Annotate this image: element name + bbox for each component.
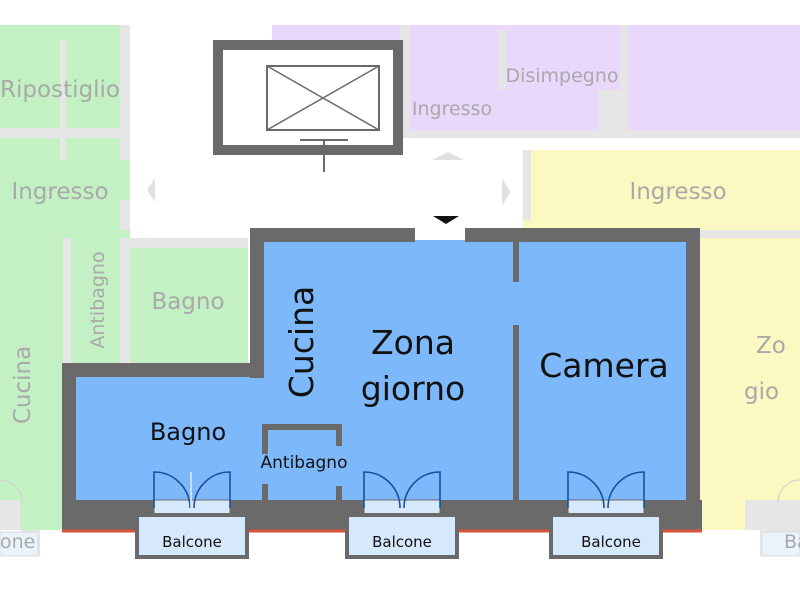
room-labels: Zona giorno Cucina Camera Bagno Antibagn… (150, 286, 669, 473)
label-bagno-left: Bagno (151, 289, 224, 315)
label-camera: Camera (539, 346, 669, 385)
label-balcone-3: Balcone (581, 533, 641, 551)
main-apartment (62, 228, 702, 559)
entrance-arrow-icon (433, 216, 459, 224)
label-balcone-left-fragment: one (0, 531, 35, 553)
arrow-right-icon (502, 178, 510, 206)
label-balcone-2: Balcone (372, 533, 432, 551)
arrow-left-icon (147, 178, 155, 202)
balcony-left (135, 513, 249, 559)
neighbor-labels: Ripostiglio Ingresso Bagno Antibagno Cuc… (0, 65, 800, 553)
label-ingresso-top: Ingresso (412, 98, 492, 120)
label-disimpegno: Disimpegno (505, 65, 618, 87)
label-cucina-left: Cucina (10, 346, 36, 424)
left-balcony-fragment (0, 531, 39, 557)
balcony-right (549, 513, 663, 559)
label-balcone-1: Balcone (162, 533, 222, 551)
zona-giorno-room (262, 240, 516, 507)
camera-room (516, 240, 692, 507)
label-ingresso-left: Ingresso (11, 179, 108, 205)
label-ripostiglio: Ripostiglio (0, 77, 120, 103)
label-zona-right-1: Zo (756, 333, 786, 359)
label-zona-right-2: gio (744, 379, 779, 405)
label-zona-giorno-2: giorno (361, 369, 465, 408)
label-bagno: Bagno (150, 418, 226, 446)
balcony-labels: Balcone Balcone Balcone (162, 533, 641, 551)
label-antibagno: Antibagno (261, 453, 348, 473)
right-balcony-fragment (761, 531, 800, 557)
stair-landing (147, 40, 510, 224)
balconies (135, 513, 663, 559)
label-antibagno-left: Antibagno (87, 251, 109, 348)
door-swings (153, 471, 645, 509)
arrow-up-icon (432, 152, 464, 160)
label-cucina: Cucina (282, 286, 321, 398)
label-zona-giorno-1: Zona (371, 323, 455, 362)
label-balcone-right-fragment: Ba (784, 531, 800, 553)
balcony-center (345, 513, 459, 559)
label-ingresso-right: Ingresso (629, 179, 726, 205)
